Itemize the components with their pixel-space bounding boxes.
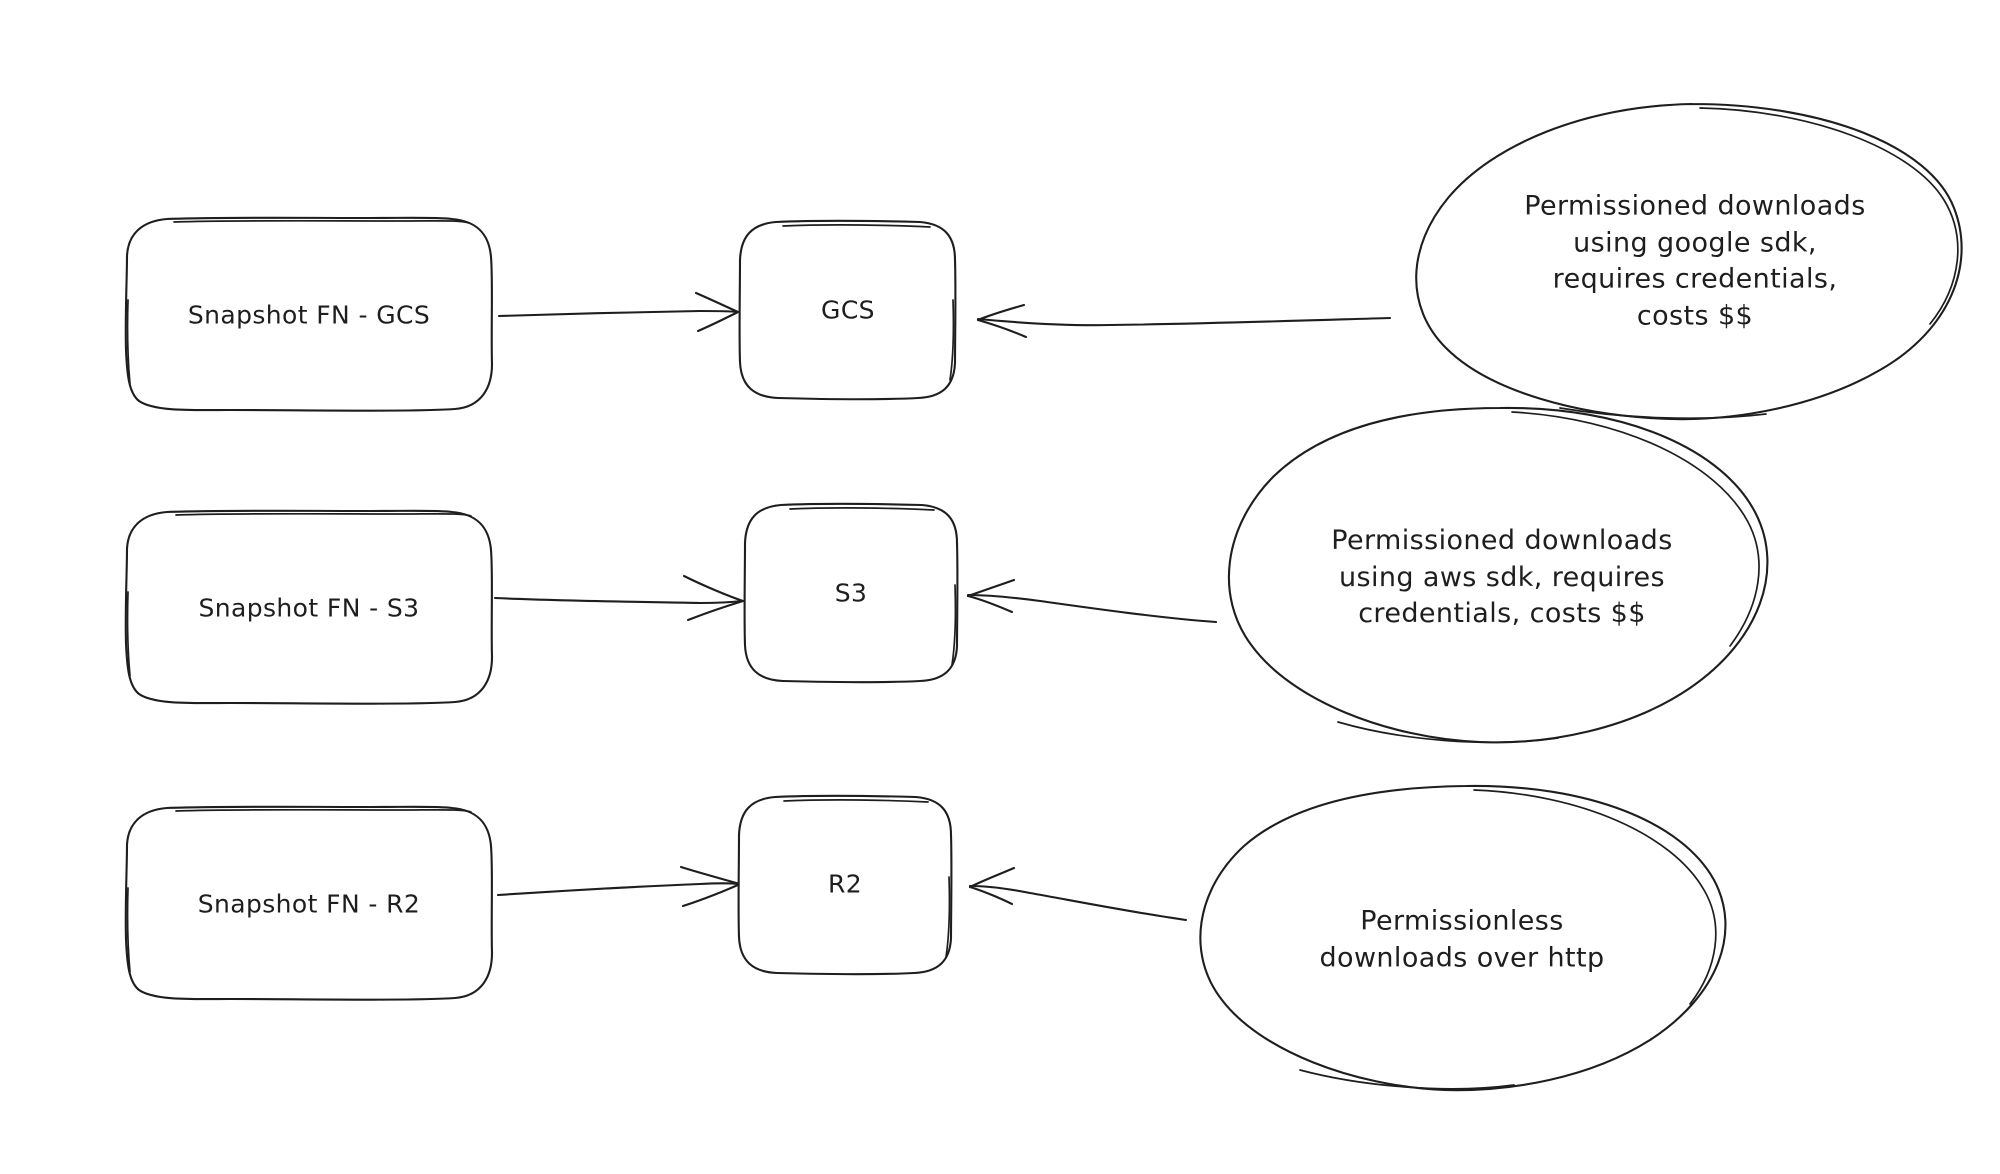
node-snapshot-fn-s3[interactable]	[124, 509, 494, 705]
node-r2[interactable]	[737, 794, 953, 976]
arrow-note-r2-to-r2	[968, 866, 1188, 922]
arrow-snapshot-fn-gcs-to-gcs	[497, 291, 740, 333]
node-s3[interactable]	[743, 502, 959, 684]
node-snapshot-fn-r2[interactable]	[124, 805, 494, 1001]
node-snapshot-fn-gcs[interactable]	[124, 216, 494, 412]
arrow-note-s3-to-s3	[966, 578, 1218, 624]
node-gcs[interactable]	[738, 219, 957, 401]
note-s3-permissioned[interactable]	[1227, 406, 1769, 744]
note-gcs-permissioned[interactable]	[1415, 102, 1963, 421]
arrow-snapshot-fn-s3-to-s3	[493, 574, 745, 622]
note-r2-permissionless[interactable]	[1194, 784, 1727, 1092]
arrow-note-gcs-to-gcs	[976, 303, 1392, 339]
arrow-snapshot-fn-r2-to-r2	[496, 865, 742, 908]
